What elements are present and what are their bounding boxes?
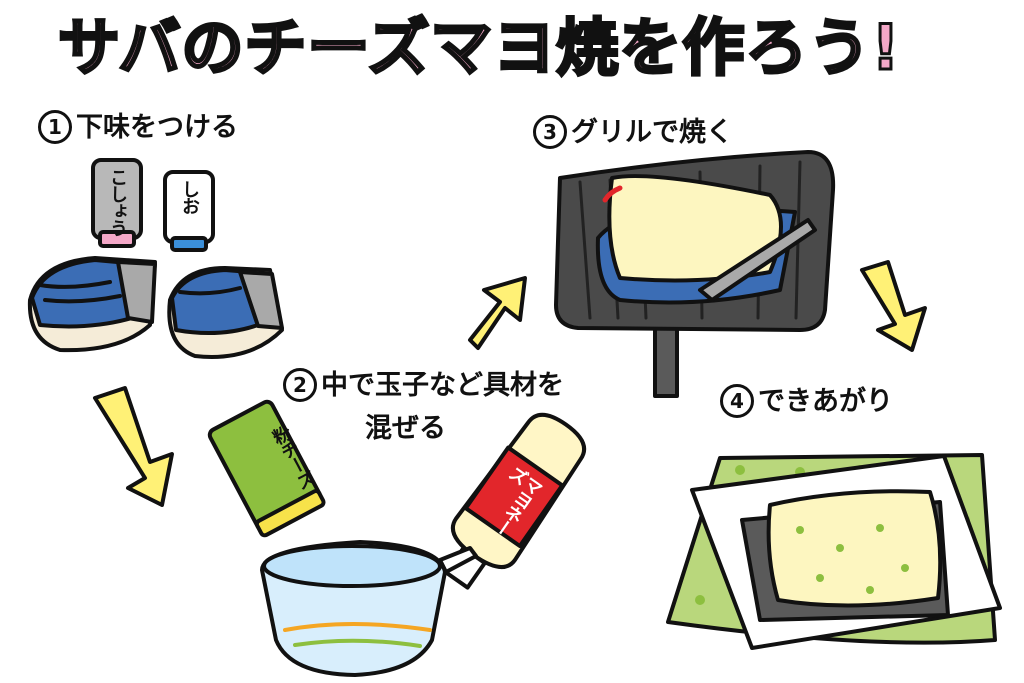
mixing-bowl-illustration xyxy=(260,540,478,677)
step-4-number: 4 xyxy=(720,384,754,418)
arrow-step1-to-step2 xyxy=(93,386,174,507)
page-title: サバのチーズマヨ焼を作ろう! xyxy=(57,10,902,86)
finished-dish-illustration xyxy=(666,453,1002,650)
step-2-number: 2 xyxy=(283,368,317,402)
pepper-label: こしょう xyxy=(107,168,128,236)
step-3-text: グリルで焼く xyxy=(571,117,733,148)
arrow-step2-to-step3 xyxy=(468,276,527,350)
salt-label: しお xyxy=(179,180,200,214)
pepper-shaker-illustration xyxy=(91,158,143,248)
salt-shaker-illustration xyxy=(163,170,215,252)
step-3-number: 3 xyxy=(533,115,567,149)
cheese-canister-illustration xyxy=(207,399,326,538)
step-2-text-line2: 混ぜる xyxy=(365,413,446,444)
step-2-text-line1: 中で玉子など具材を xyxy=(321,370,564,401)
grill-pan-illustration xyxy=(554,150,836,398)
step-1-text: 下味をつける xyxy=(76,112,238,143)
step-1-number: 1 xyxy=(38,110,72,144)
arrow-step3-to-step4 xyxy=(860,260,927,352)
step-4-text: できあがり xyxy=(758,386,893,417)
fish-fillet-right-illustration xyxy=(167,266,284,359)
fish-fillet-left-illustration xyxy=(27,256,157,353)
mayo-bottle-illustration xyxy=(444,412,587,590)
